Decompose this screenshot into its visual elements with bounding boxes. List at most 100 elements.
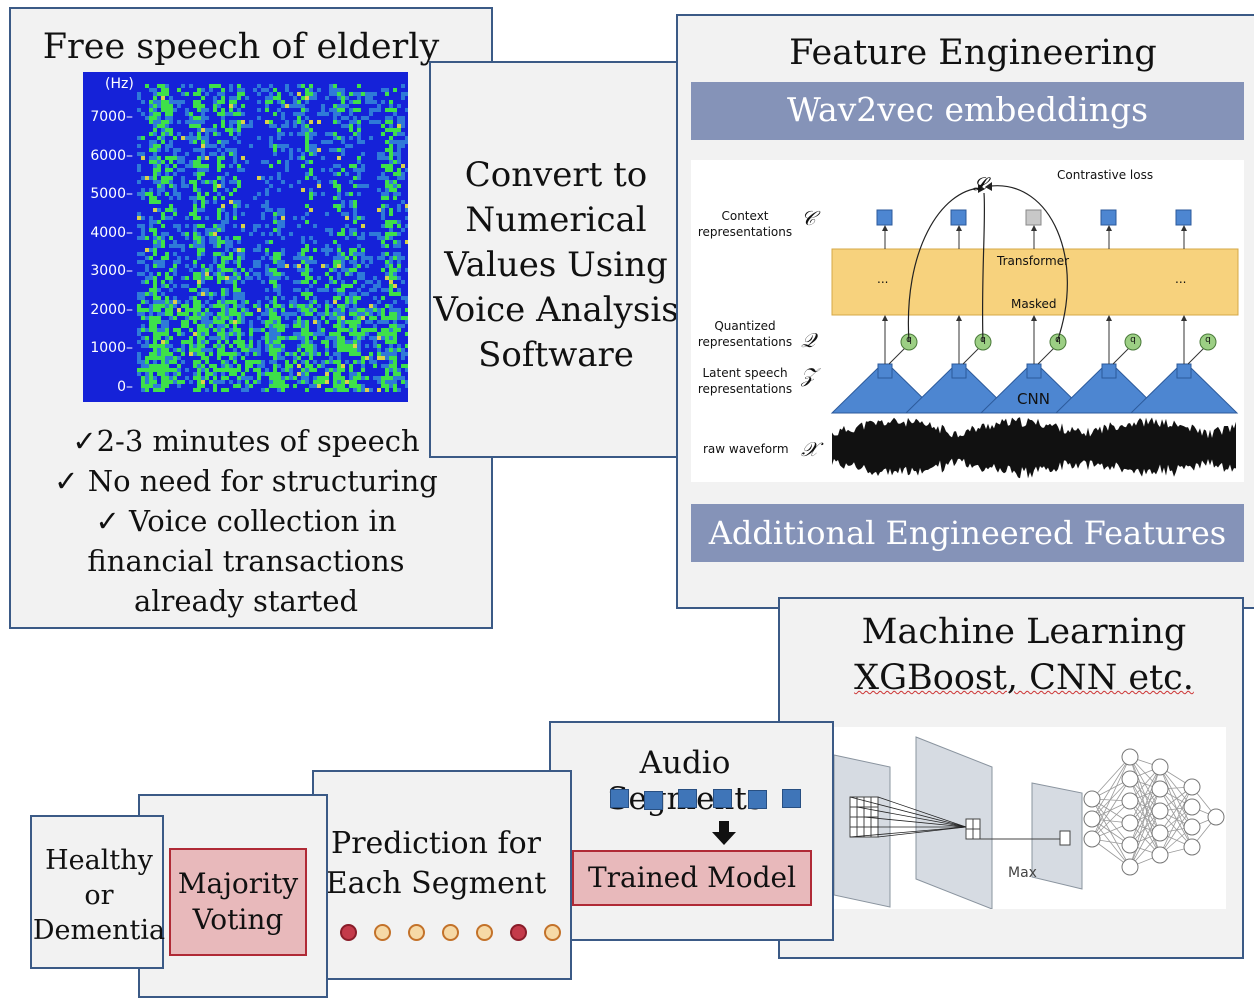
spectrogram-cell — [141, 384, 145, 388]
spectrogram-cell — [177, 256, 181, 260]
spectrogram-cell — [201, 304, 205, 308]
spectrogram-cell — [341, 388, 345, 392]
spectrogram-cell — [377, 308, 381, 312]
spectrogram-cell — [161, 264, 165, 268]
spectrogram-cell — [173, 316, 177, 320]
spectrogram-cell — [349, 284, 353, 288]
spectrogram-cell — [269, 316, 273, 320]
spectrogram-cell — [153, 108, 157, 112]
spectrogram-cell — [373, 316, 377, 320]
spectrogram-cell — [225, 148, 229, 152]
spectrogram-cell — [321, 316, 325, 320]
spectrogram-cell — [389, 292, 393, 296]
spectrogram-cell — [385, 260, 389, 264]
spectrogram-cell — [385, 224, 389, 228]
spectrogram-cell — [249, 268, 253, 272]
spectrogram-cell — [225, 300, 229, 304]
spectrogram-cell — [193, 236, 197, 240]
spectrogram-cell — [197, 148, 201, 152]
spectrogram-cell — [273, 212, 277, 216]
spectrogram-cell — [153, 208, 157, 212]
spectrogram-cell — [141, 308, 145, 312]
spectrogram-cell — [189, 160, 193, 164]
spectrogram-cell — [181, 348, 185, 352]
spectrogram-cell — [365, 308, 369, 312]
spectrogram-cell — [405, 300, 409, 304]
spectrogram-cell — [397, 292, 401, 296]
spectrogram-cell — [241, 308, 245, 312]
spectrogram-cell — [221, 264, 225, 268]
spectrogram-cell — [341, 200, 345, 204]
spectrogram-cell — [257, 352, 261, 356]
spectrogram-cell — [233, 320, 237, 324]
spectrogram-cell — [277, 160, 281, 164]
spectrogram-cell — [333, 372, 337, 376]
spectrogram-cell — [337, 308, 341, 312]
spectrogram-cell — [197, 360, 201, 364]
spectrogram-cell — [289, 184, 293, 188]
filter-line — [877, 826, 967, 838]
spectrogram-cell — [377, 104, 381, 108]
spectrogram-cell — [333, 88, 337, 92]
spectrogram-cell — [213, 320, 217, 324]
spectrogram-cell — [257, 248, 261, 252]
spectrogram-cell — [325, 112, 329, 116]
spectrogram-cell — [161, 108, 165, 112]
spectrogram-cell — [165, 336, 169, 340]
spectrogram-cell — [137, 356, 141, 360]
spectrogram-cell — [389, 360, 393, 364]
spectrogram-cell — [153, 308, 157, 312]
spectrogram-cell — [397, 220, 401, 224]
spectrogram-cell — [281, 272, 285, 276]
spectrogram-cell — [201, 244, 205, 248]
spectrogram-cell — [201, 336, 205, 340]
spectrogram-cell — [253, 264, 257, 268]
spectrogram-cell — [161, 100, 165, 104]
spectrogram-cell — [393, 256, 397, 260]
spectrogram-cell — [301, 84, 305, 88]
spectrogram-cell — [393, 160, 397, 164]
spectrogram-cell — [353, 348, 357, 352]
spectrogram-cell — [225, 260, 229, 264]
latent-label-line-2: representations — [697, 382, 793, 396]
spectrogram-cell — [193, 288, 197, 292]
spectrogram-cell — [161, 160, 165, 164]
spectrogram-cell — [341, 140, 345, 144]
spectrogram-cell — [197, 332, 201, 336]
spectrogram-cell — [309, 312, 313, 316]
spectrogram-cell — [261, 212, 265, 216]
mlp-edge — [1091, 756, 1131, 840]
spectrogram-cell — [381, 132, 385, 136]
spectrogram-cell — [301, 188, 305, 192]
spectrogram-cell — [205, 328, 209, 332]
spectrogram-cell — [281, 180, 285, 184]
spectrogram-cell — [213, 304, 217, 308]
spectrogram-cell — [153, 376, 157, 380]
spectrogram-cell — [189, 316, 193, 320]
spectrogram-cell — [381, 312, 385, 316]
spectrogram-cell — [289, 376, 293, 380]
spectrogram-cell — [361, 308, 365, 312]
spectrogram-cell — [385, 320, 389, 324]
spectrogram-cell — [253, 196, 257, 200]
spectrogram-cell — [213, 236, 217, 240]
spectrogram-cell — [197, 132, 201, 136]
spectrogram-cell — [337, 112, 341, 116]
spectrogram-cell — [305, 176, 309, 180]
spectrogram-cell — [165, 352, 169, 356]
spectrogram-cell — [349, 376, 353, 380]
spectrogram-cell — [337, 276, 341, 280]
spectrogram-cell — [181, 344, 185, 348]
spectrogram-cell — [157, 364, 161, 368]
spectrogram-cell — [381, 192, 385, 196]
spectrogram-cell — [209, 128, 213, 132]
spectrogram-cell — [337, 136, 341, 140]
spectrogram-cell — [193, 208, 197, 212]
spectrogram-cell — [269, 340, 273, 344]
spectrogram-cell — [381, 376, 385, 380]
spectrogram-cell — [325, 264, 329, 268]
spectrogram-cell — [201, 164, 205, 168]
spectrogram-cell — [269, 312, 273, 316]
spectrogram-cell — [317, 384, 321, 388]
mlp-node — [1121, 836, 1139, 854]
